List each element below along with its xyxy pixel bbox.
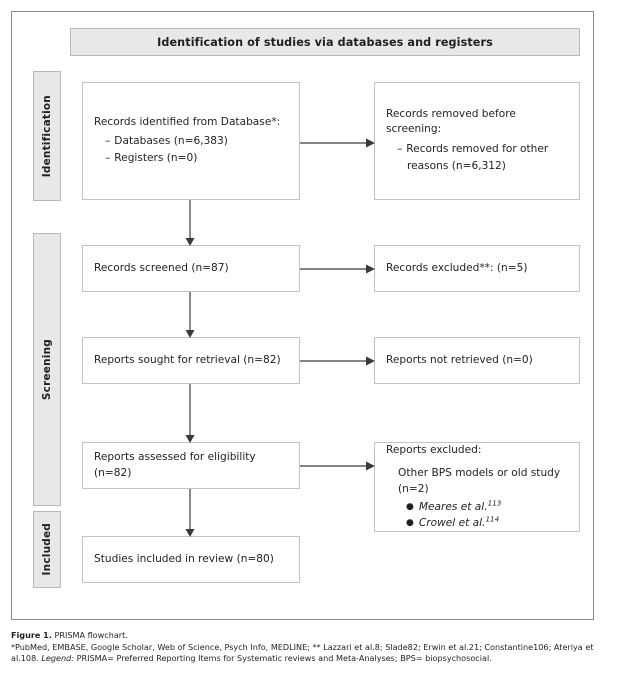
box-records-removed: Records removed before screening: –Recor… <box>374 82 580 200</box>
arrow-down-to-studies-included <box>180 489 200 538</box>
box-studies-included-title: Studies included in review (n=80) <box>94 552 274 565</box>
list-item: –Databases (n=6,383) <box>105 133 288 150</box>
box-reports-excluded-title: Reports excluded: <box>386 443 482 456</box>
reference-superscript: 114 <box>485 514 500 524</box>
caption-legend-word: Legend: <box>41 653 74 664</box>
box-reports-assessed-for-eligibility: Reports assessed for eligibility (n=82) <box>82 442 300 489</box>
figure-caption: Figure 1. PRISMA flowchart. *PubMed, EMB… <box>11 630 609 665</box>
box-reports-excluded: Reports excluded: Other BPS models or ol… <box>374 442 580 532</box>
arrow-down-to-records-screened <box>180 200 200 247</box>
stage-band-identification: Identification <box>33 71 61 201</box>
box-reports-assessed-title: Reports assessed for eligibility (n=82) <box>94 451 256 479</box>
stage-band-included: Included <box>33 511 61 588</box>
arrow-right-records-screened <box>300 259 376 279</box>
stage-band-screening: Screening <box>33 233 61 506</box>
stage-label-identification: Identification <box>41 94 53 178</box>
box-records-removed-title: Records removed before screening: <box>386 107 516 136</box>
box-records-screened-title: Records screened (n=87) <box>94 261 229 274</box>
box-records-excluded: Records excluded**: (n=5) <box>374 245 580 292</box>
stage-label-screening: Screening <box>41 338 53 401</box>
dash-marker: – <box>397 142 403 155</box>
list-item: –Registers (n=0) <box>105 150 288 167</box>
list-item-label: Records removed for other reasons (n=6,3… <box>406 142 549 172</box>
reference-superscript: 113 <box>487 498 502 508</box>
caption-legend-text: PRISMA= Preferred Reporting Items for Sy… <box>76 653 492 664</box>
box-reports-excluded-subtitle: Other BPS models or old study (n=2) <box>398 466 561 495</box>
dash-marker: – <box>105 135 111 148</box>
box-reports-sought-for-retrieval: Reports sought for retrieval (n=82) <box>82 337 300 384</box>
list-item-label: Registers (n=0) <box>114 152 198 165</box>
header-banner-label: Identification of studies via databases … <box>157 35 493 49</box>
caption-title-line: Figure 1. PRISMA flowchart. <box>11 630 609 642</box>
list-item: ● Crowel et al.114 <box>406 515 568 531</box>
box-reports-not-retrieved: Reports not retrieved (n=0) <box>374 337 580 384</box>
box-records-excluded-title: Records excluded**: (n=5) <box>386 261 528 274</box>
arrow-down-to-reports-assessed <box>180 384 200 444</box>
list-item-label: Databases (n=6,383) <box>114 135 228 148</box>
list-item: –Records removed for other reasons (n=6,… <box>397 141 568 175</box>
box-records-screened: Records screened (n=87) <box>82 245 300 292</box>
arrow-right-reports-assessed <box>300 456 376 476</box>
stage-label-included: Included <box>41 523 53 576</box>
arrow-right-identification <box>300 133 376 153</box>
reference-label: Meares et al. <box>418 500 488 513</box>
box-records-identified-title: Records identified from Database*: <box>94 115 281 128</box>
box-reports-not-retrieved-title: Reports not retrieved (n=0) <box>386 353 533 366</box>
reference-label: Crowel et al. <box>418 517 486 530</box>
bullet-marker: ● <box>406 518 414 529</box>
box-records-removed-list: –Records removed for other reasons (n=6,… <box>386 141 568 175</box>
caption-figure-number: Figure 1. <box>11 630 52 640</box>
box-reports-sought-title: Reports sought for retrieval (n=82) <box>94 353 281 366</box>
caption-footnote-line: *PubMed, EMBASE, Google Scholar, Web of … <box>11 642 609 665</box>
dash-marker: – <box>105 152 111 165</box>
caption-title: PRISMA flowchart. <box>54 630 128 640</box>
box-reports-excluded-references: ● Meares et al.113 ● Crowel et al.114 <box>386 499 568 532</box>
arrow-right-reports-sought <box>300 351 376 371</box>
box-records-identified: Records identified from Database*: –Data… <box>82 82 300 200</box>
box-studies-included-in-review: Studies included in review (n=80) <box>82 536 300 583</box>
bullet-marker: ● <box>406 501 414 512</box>
prisma-figure-frame: Identification of studies via databases … <box>11 11 594 620</box>
caption-footnote: *PubMed, EMBASE, Google Scholar, Web of … <box>11 641 594 664</box>
flowchart-header-banner: Identification of studies via databases … <box>70 28 580 56</box>
list-item: ● Meares et al.113 <box>406 499 568 515</box>
box-records-identified-list: –Databases (n=6,383) –Registers (n=0) <box>94 133 288 167</box>
arrow-down-to-reports-sought <box>180 292 200 339</box>
